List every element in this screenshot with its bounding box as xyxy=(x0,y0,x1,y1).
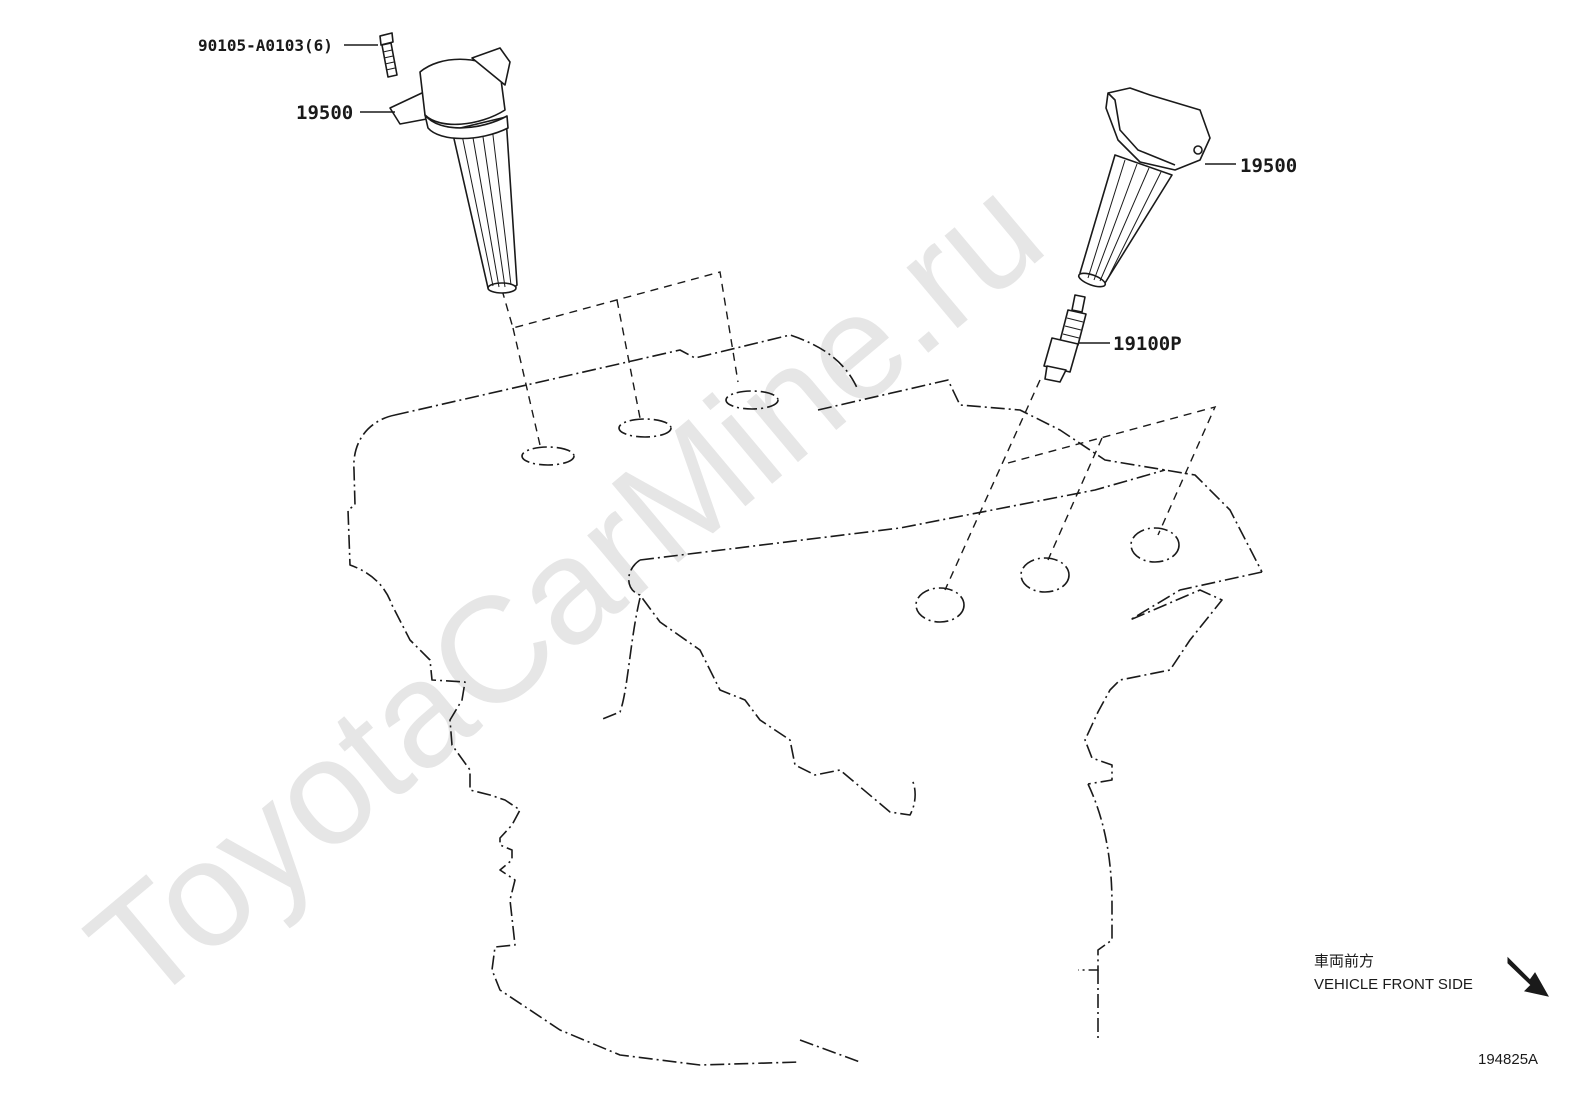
figure-id: 194825A xyxy=(1478,1051,1538,1068)
bolt-part-label: 90105-A0103(6) xyxy=(198,36,333,55)
engine-outline xyxy=(347,334,1263,1066)
coil-right-part-label: 19500 xyxy=(1240,155,1297,177)
arrow-down-right-icon xyxy=(1507,956,1549,997)
coil-left-part-label: 19500 xyxy=(296,102,353,124)
installation-guides xyxy=(501,271,1217,591)
vehicle-front-label: VEHICLE FRONT SIDE xyxy=(1314,976,1473,993)
bolt-icon[interactable] xyxy=(379,32,398,78)
spark-plug-part-label: 19100P xyxy=(1113,333,1182,355)
ignition-coil-right-icon[interactable] xyxy=(1077,87,1211,289)
vehicle-front-indicator: 車両前方 VEHICLE FRONT SIDE xyxy=(1314,952,1549,997)
watermark: ToyotaCarMine.ru xyxy=(58,145,1073,1035)
leader-lines xyxy=(344,44,1236,344)
right-bank-plug-holes xyxy=(915,527,1180,623)
left-bank-plug-holes xyxy=(521,390,779,466)
vehicle-front-japanese-label: 車両前方 xyxy=(1314,952,1374,970)
spark-plug-icon[interactable] xyxy=(1043,294,1087,383)
ignition-coil-left-icon[interactable] xyxy=(389,47,518,294)
